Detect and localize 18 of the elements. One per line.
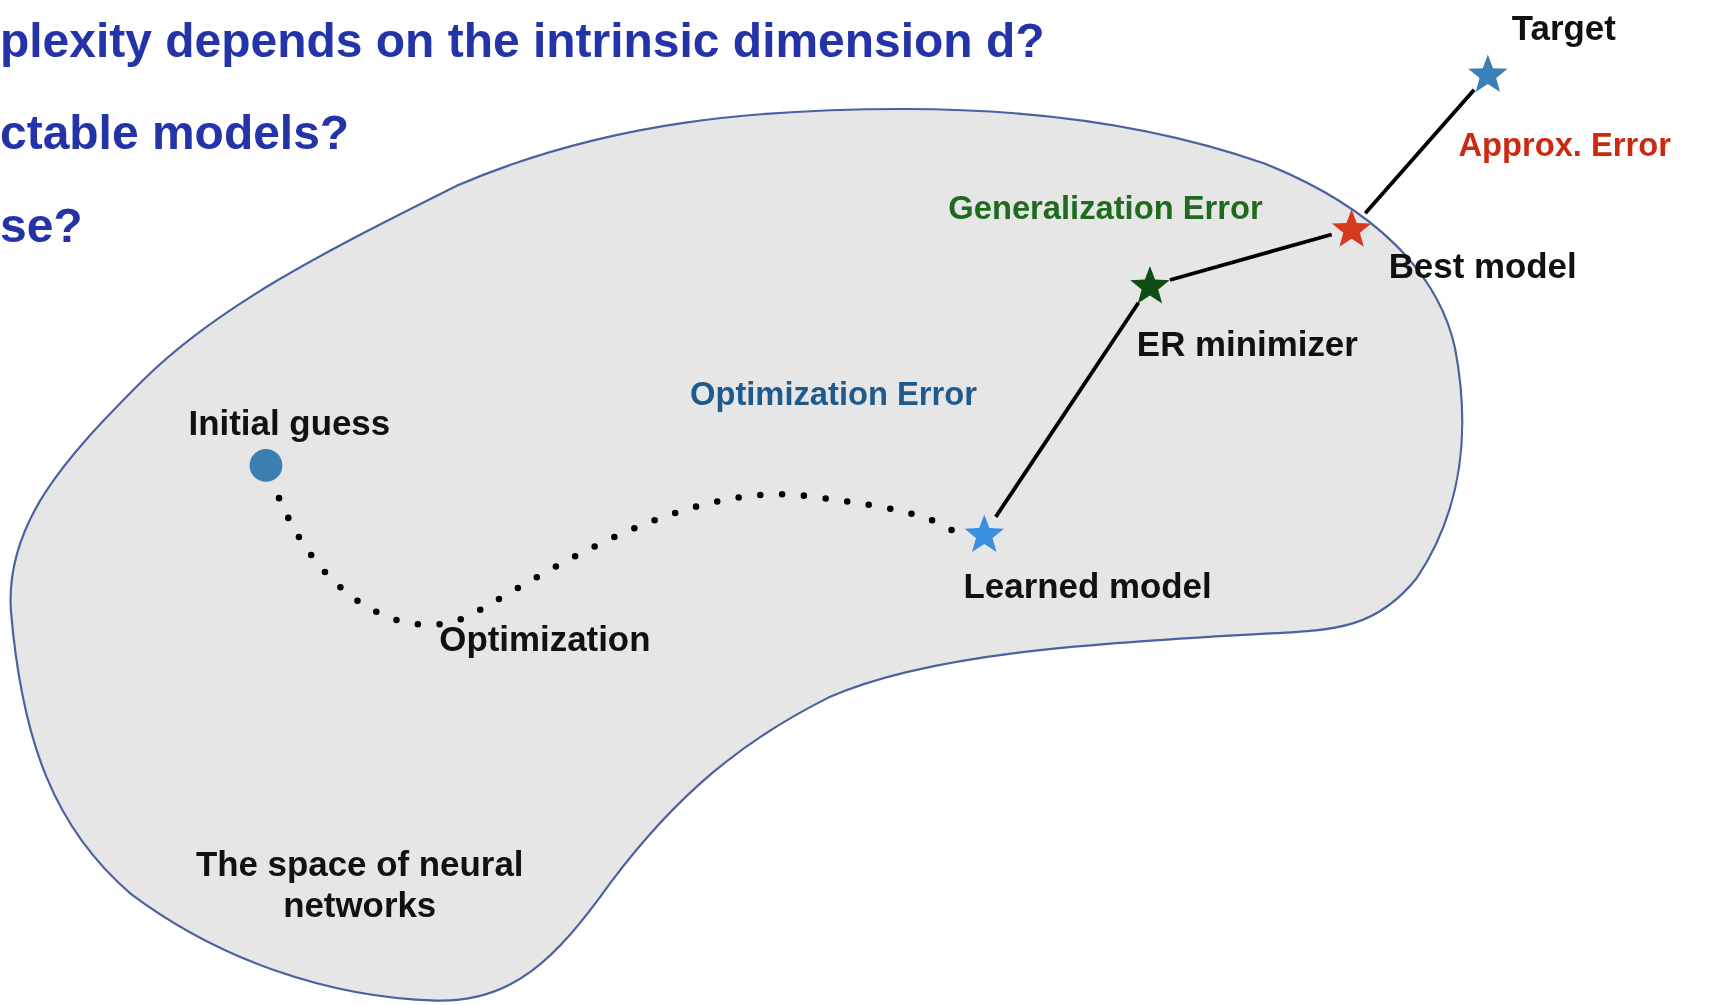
star-marker <box>1467 53 1509 95</box>
star-marker <box>1330 208 1373 250</box>
heading-text: plexity depends on the intrinsic dimension d? <box>0 13 1045 69</box>
point-caption: Target <box>1511 8 1616 49</box>
heading-text: ctable models? <box>0 105 350 161</box>
point-caption: Initial guess <box>188 403 391 444</box>
point-caption: Learned model <box>963 566 1212 607</box>
edge-label: Approx. Error <box>1458 126 1671 165</box>
point-caption: ER minimizer <box>1136 324 1358 365</box>
star-marker <box>963 513 1005 555</box>
connector-line <box>994 301 1141 518</box>
dot-marker <box>248 448 284 483</box>
connector-line <box>1169 232 1333 282</box>
edge-label: Optimization Error <box>689 376 978 414</box>
heading-text: se? <box>0 198 83 254</box>
edge-label: Optimization <box>439 619 651 660</box>
region-label: The space of neural networks <box>194 844 525 925</box>
edge-label: Generalization Error <box>948 189 1263 228</box>
